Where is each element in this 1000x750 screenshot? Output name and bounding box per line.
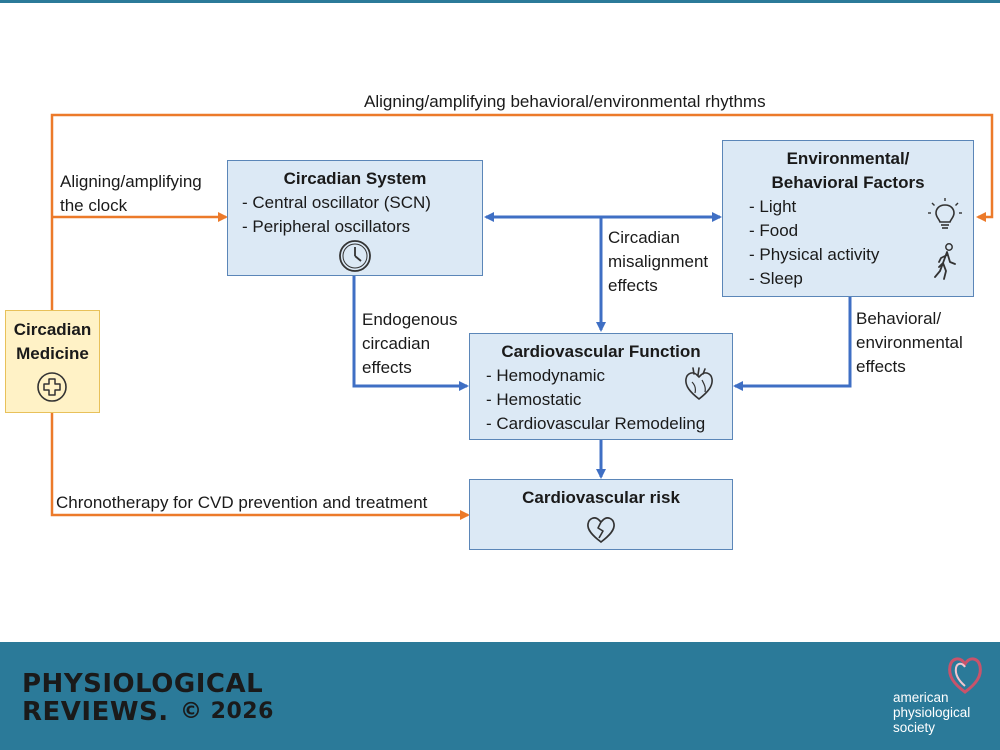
environmental-title-line2: Behavioral Factors [771,173,925,192]
list-item: - Central oscillator (SCN) [242,193,431,212]
society-line1: american [893,690,949,705]
journal-footer [0,642,1000,750]
list-item: - Sleep [749,269,803,288]
list-item: - Light [749,197,797,216]
copyright-year: © 2026 [180,699,274,724]
misalignment-label-line2: misalignment [608,252,709,271]
environmental-factors-box: Environmental/ Behavioral Factors - Ligh… [722,140,974,297]
cardiovascular-risk-box: Cardiovascular risk [469,479,733,550]
list-item: - Peripheral oscillators [242,217,411,236]
circadian-system-box: Circadian System - Central oscillator (S… [227,160,483,276]
misalignment-label-line1: Circadian [608,228,680,247]
list-item: - Hemodynamic [486,366,606,385]
behavioral-label-line2: environmental [856,333,963,352]
blue-behavioral [733,297,852,391]
cardiovascular-function-list: - Hemodynamic - Hemostatic - Cardiovascu… [486,364,732,436]
endogenous-label-line3: effects [362,358,412,377]
aps-logo-icon [948,657,982,694]
heart-icon [685,367,713,401]
environmental-title-line1: Environmental/ [786,149,910,168]
list-item: - Hemostatic [486,390,582,409]
list-item: - Food [749,221,799,240]
misalignment-label-line3: effects [608,276,658,295]
behavioral-label-line1: Behavioral/ [856,309,942,328]
chronotherapy-label: Chronotherapy for CVD prevention and tre… [56,493,428,512]
circadian-medicine-line2: Medicine [16,344,89,363]
medical-cross-icon [37,372,67,402]
cardiovascular-function-box: Cardiovascular Function - Hemodynamic - … [469,333,733,440]
journal-name-line1: PHYSIOLOGICAL [22,669,264,699]
society-line3: society [893,720,936,735]
broken-heart-icon [587,517,615,544]
circadian-system-title: Circadian System [283,169,427,188]
environmental-list: - Light - Food - Physical activity - Sle… [749,195,973,291]
lightbulb-icon [928,198,962,229]
orange-trunk-up [50,113,994,310]
circadian-system-list: - Central oscillator (SCN) - Peripheral … [242,191,482,239]
journal-name-line2: REVIEWS. [22,697,169,727]
align-clock-label-line1: Aligning/amplifying [60,172,202,191]
list-item: - Physical activity [749,245,880,264]
endogenous-label-line2: circadian [362,334,431,353]
circadian-medicine-box: Circadian Medicine [5,310,100,413]
society-line2: physiological [893,705,971,720]
society-name: american physiological society [893,690,970,735]
clock-icon [339,240,371,272]
behavioral-label-line3: effects [856,357,906,376]
endogenous-label-line1: Endogenous [362,310,458,329]
diagram-arrows [50,113,994,520]
list-item: - Cardiovascular Remodeling [486,414,706,433]
circadian-medicine-line1: Circadian [13,320,92,339]
cardiovascular-risk-title: Cardiovascular risk [522,488,680,507]
top-loop-label: Aligning/amplifying behavioral/environme… [364,92,766,111]
blue-endogenous [352,276,469,391]
top-rule [0,0,1000,3]
align-clock-label-line2: the clock [60,196,128,215]
walking-person-icon [934,243,956,280]
cardiovascular-function-title: Cardiovascular Function [501,342,701,361]
orange-to-risk [50,412,470,520]
